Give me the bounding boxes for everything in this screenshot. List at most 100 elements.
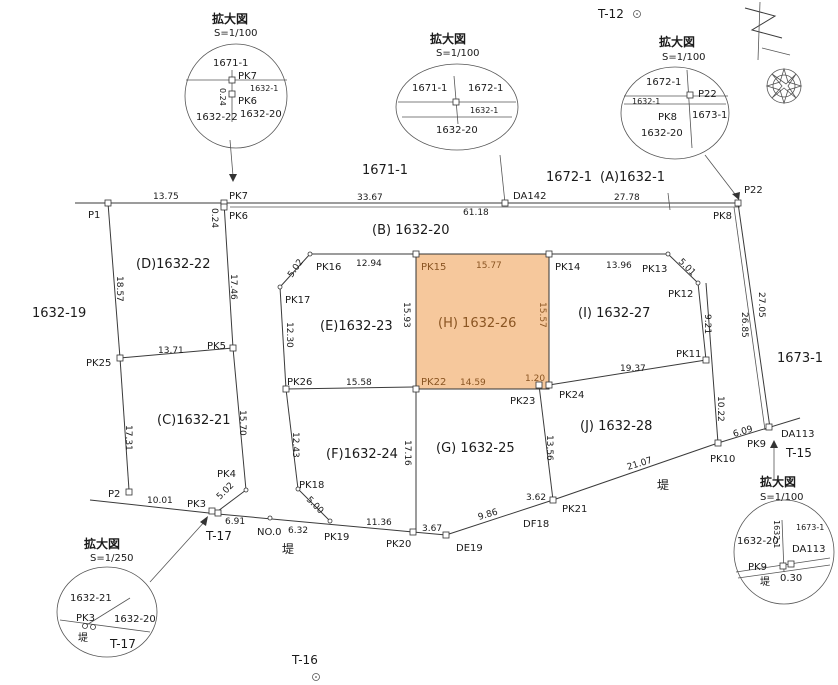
parcel-b: (B) 1632-20	[372, 223, 450, 238]
svg-text:堤: 堤	[78, 632, 88, 644]
dist-9-86: 9.86	[477, 507, 499, 523]
levee-label-1: 堤	[657, 478, 669, 492]
svg-text:T-12: T-12	[597, 7, 624, 21]
point-pk7: PK7	[229, 191, 248, 202]
parcel-f: (F)1632-24	[326, 447, 398, 462]
svg-text:PK6: PK6	[238, 96, 257, 107]
point-pk24: PK24	[559, 390, 584, 401]
parcel-labels: 1671-1 1672-1 (A)1632-1 (B) 1632-20 (D)1…	[32, 163, 823, 462]
dist-6-91: 6.91	[225, 517, 245, 527]
parcel-j: (J) 1632-28	[580, 419, 652, 434]
point-de19: DE19	[456, 543, 483, 554]
dist-18-57: 18.57	[114, 276, 124, 302]
parcel-c: (C)1632-21	[157, 413, 231, 428]
inset-title: 拡大図	[659, 34, 695, 49]
point-pk15: PK15	[421, 262, 446, 273]
dist-5-02a: 5.02	[286, 258, 306, 280]
svg-text:1671-1: 1671-1	[213, 58, 248, 69]
svg-text:1632-1: 1632-1	[250, 84, 278, 93]
svg-text:0.30: 0.30	[780, 573, 802, 584]
point-pk5: PK5	[207, 341, 226, 352]
inset-title: 拡大図	[430, 31, 466, 46]
dist-3-62: 3.62	[526, 493, 546, 503]
dist-0-24: 0.24	[209, 208, 219, 228]
parcel-i: (I) 1632-27	[578, 306, 650, 321]
parcel-1672-1: 1672-1	[546, 170, 592, 185]
station-t12: T-12	[597, 7, 641, 21]
svg-text:PK8: PK8	[658, 112, 677, 123]
point-da142: DA142	[513, 191, 546, 202]
point-pk8: PK8	[713, 211, 732, 222]
compass-rose-icon	[765, 67, 803, 105]
inset-pk8-detail: 拡大図 S=1/100 1672-1 P22 1632-1 PK8 1673-1…	[620, 34, 740, 200]
svg-text:1671-1: 1671-1	[412, 83, 447, 94]
point-markers	[104, 199, 773, 539]
parcel-e: (E)1632-23	[320, 319, 393, 334]
point-pk9: PK9	[747, 439, 766, 450]
dist-15-93: 15.93	[401, 302, 411, 328]
point-pk20: PK20	[386, 539, 411, 550]
inset-title: 拡大図	[84, 536, 120, 551]
inset-title: 拡大図	[760, 474, 796, 489]
station-t16: T-16	[291, 653, 320, 681]
svg-text:PK7: PK7	[238, 71, 257, 82]
point-da113: DA113	[781, 429, 814, 440]
station-marker-icon	[312, 673, 320, 681]
inset-pk9-detail: 拡大図 S=1/100 1632-20 1632-1 1673-1 DA113 …	[733, 440, 835, 605]
point-pk26: PK26	[287, 377, 312, 388]
dist-17-46: 17.46	[228, 274, 238, 300]
dist-17-16: 17.16	[402, 440, 412, 466]
svg-text:1632-1: 1632-1	[772, 520, 781, 548]
svg-text:1632-1: 1632-1	[632, 97, 660, 106]
svg-text:DA113: DA113	[792, 544, 825, 555]
dist-13-75: 13.75	[153, 192, 179, 202]
point-pk6: PK6	[229, 211, 248, 222]
point-pk23: PK23	[510, 396, 535, 407]
svg-text:1632-20: 1632-20	[641, 128, 683, 139]
inset-scale: S=1/100	[214, 28, 258, 39]
inset-scale: S=1/100	[760, 492, 804, 503]
dist-11-36: 11.36	[366, 518, 392, 528]
point-pk17: PK17	[285, 295, 310, 306]
point-pk19: PK19	[324, 532, 349, 543]
point-p1: P1	[88, 210, 100, 221]
station-t15: T-15	[785, 446, 812, 460]
point-pk13: PK13	[642, 264, 667, 275]
point-df18: DF18	[523, 519, 549, 530]
inset-title: 拡大図	[212, 11, 248, 26]
dist-61-18: 61.18	[463, 208, 489, 218]
dist-12-43: 12.43	[290, 432, 300, 458]
inset-pk3-detail: 拡大図 S=1/250 1632-21 PK3 1632-20 堤 T-17	[56, 516, 208, 658]
point-p2: P2	[108, 489, 120, 500]
parcel-1671-1: 1671-1	[362, 163, 408, 178]
point-pk25: PK25	[86, 358, 111, 369]
dist-12-94: 12.94	[356, 259, 382, 269]
dist-13-56: 13.56	[544, 435, 554, 461]
point-no0: NO.0	[257, 527, 282, 538]
inset-pk7-detail: 拡大図 S=1/100 1671-1 PK7 1632-1 0.24 PK6 1…	[184, 11, 288, 182]
dist-6-32: 6.32	[288, 526, 308, 536]
dist-5-02b: 5.02	[215, 481, 236, 502]
point-pk12: PK12	[668, 289, 693, 300]
point-pk11: PK11	[676, 349, 701, 360]
svg-text:1632-21: 1632-21	[70, 593, 112, 604]
parcel-a: (A)1632-1	[600, 170, 665, 185]
svg-text:1632-22: 1632-22	[196, 112, 238, 123]
svg-text:1672-1: 1672-1	[646, 77, 681, 88]
dist-27-05: 27.05	[756, 292, 766, 318]
inset-da142-detail: 拡大図 S=1/100 1671-1 1672-1 1632-1 1632-20	[395, 31, 519, 151]
dist-10-01: 10.01	[147, 496, 173, 506]
dist-15-77: 15.77	[476, 261, 502, 271]
point-labels: P1 PK7 PK6 DA142 P22 PK8 PK16 PK15 PK14 …	[86, 185, 814, 554]
north-arrow-icon	[744, 1, 791, 61]
dist-10-22: 10.22	[715, 396, 725, 422]
svg-text:1632-1: 1632-1	[470, 106, 498, 115]
svg-text:堤: 堤	[760, 576, 770, 588]
dist-15-70: 15.70	[237, 410, 247, 436]
dist-3-67: 3.67	[422, 524, 442, 534]
dist-33-67: 33.67	[357, 193, 383, 203]
svg-text:P22: P22	[698, 89, 717, 100]
dist-5-01: 5.01	[676, 257, 697, 278]
dist-9-21: 9.21	[702, 314, 712, 334]
